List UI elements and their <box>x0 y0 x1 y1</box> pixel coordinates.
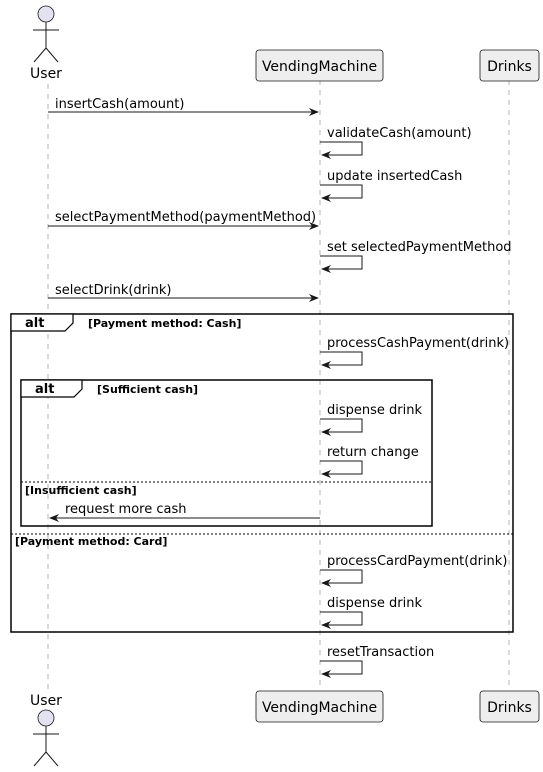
vending-box-bottom: VendingMachine <box>255 690 384 723</box>
user-label-top: User <box>30 66 62 82</box>
inner-guard-insufficient: [Insufficient cash] <box>25 484 137 497</box>
arrow-set-payment <box>320 255 363 273</box>
arrow-return-change <box>320 460 363 478</box>
msg-insert-cash: insertCash(amount) <box>55 97 184 112</box>
arrow-dispense-card <box>320 611 363 629</box>
user-actor-bottom: User <box>30 693 62 767</box>
vending-label-bottom: VendingMachine <box>262 700 377 716</box>
arrow-reset <box>320 660 363 678</box>
drinks-label-top: Drinks <box>487 59 532 75</box>
user-actor-top: User <box>30 5 62 82</box>
vending-label-top: VendingMachine <box>262 59 377 75</box>
msg-reset: resetTransaction <box>327 645 434 660</box>
outer-guard-card: [Payment method: Card] <box>15 535 167 548</box>
drinks-label-bottom: Drinks <box>487 700 532 716</box>
msg-select-payment: selectPaymentMethod(paymentMethod) <box>55 210 316 225</box>
arrow-update-cash <box>320 184 363 202</box>
msg-select-drink: selectDrink(drink) <box>55 283 171 298</box>
inner-alt-frame <box>20 379 433 527</box>
arrow-process-cash <box>320 351 363 369</box>
msg-dispense-card: dispense drink <box>327 596 422 611</box>
actor-head-icon <box>37 709 55 727</box>
msg-process-cash: processCashPayment(drink) <box>327 336 509 351</box>
inner-guard-sufficient: [Sufficient cash] <box>97 383 198 396</box>
msg-update-cash: update insertedCash <box>327 169 462 184</box>
drinks-box-top: Drinks <box>479 49 540 82</box>
arrow-dispense-cash <box>320 418 363 436</box>
arrow-process-card <box>320 569 363 587</box>
outer-guard-cash: [Payment method: Cash] <box>88 317 241 330</box>
inner-alt-tab <box>20 379 83 398</box>
vending-box-top: VendingMachine <box>255 49 384 82</box>
outer-alt-frame <box>10 313 514 633</box>
actor-head-icon <box>37 5 55 23</box>
outer-alt-tab <box>10 313 74 332</box>
outer-alt-label: alt <box>25 316 44 331</box>
user-label-bottom: User <box>30 693 62 709</box>
msg-request-more: request more cash <box>65 502 186 517</box>
msg-set-payment: set selectedPaymentMethod <box>327 240 512 255</box>
drinks-box-bottom: Drinks <box>479 690 540 723</box>
arrow-validate-cash <box>320 141 363 159</box>
msg-validate-cash: validateCash(amount) <box>327 126 472 141</box>
msg-process-card: processCardPayment(drink) <box>327 554 507 569</box>
msg-return-change: return change <box>327 445 419 460</box>
inner-alt-label: alt <box>35 382 54 397</box>
msg-dispense-cash: dispense drink <box>327 403 422 418</box>
